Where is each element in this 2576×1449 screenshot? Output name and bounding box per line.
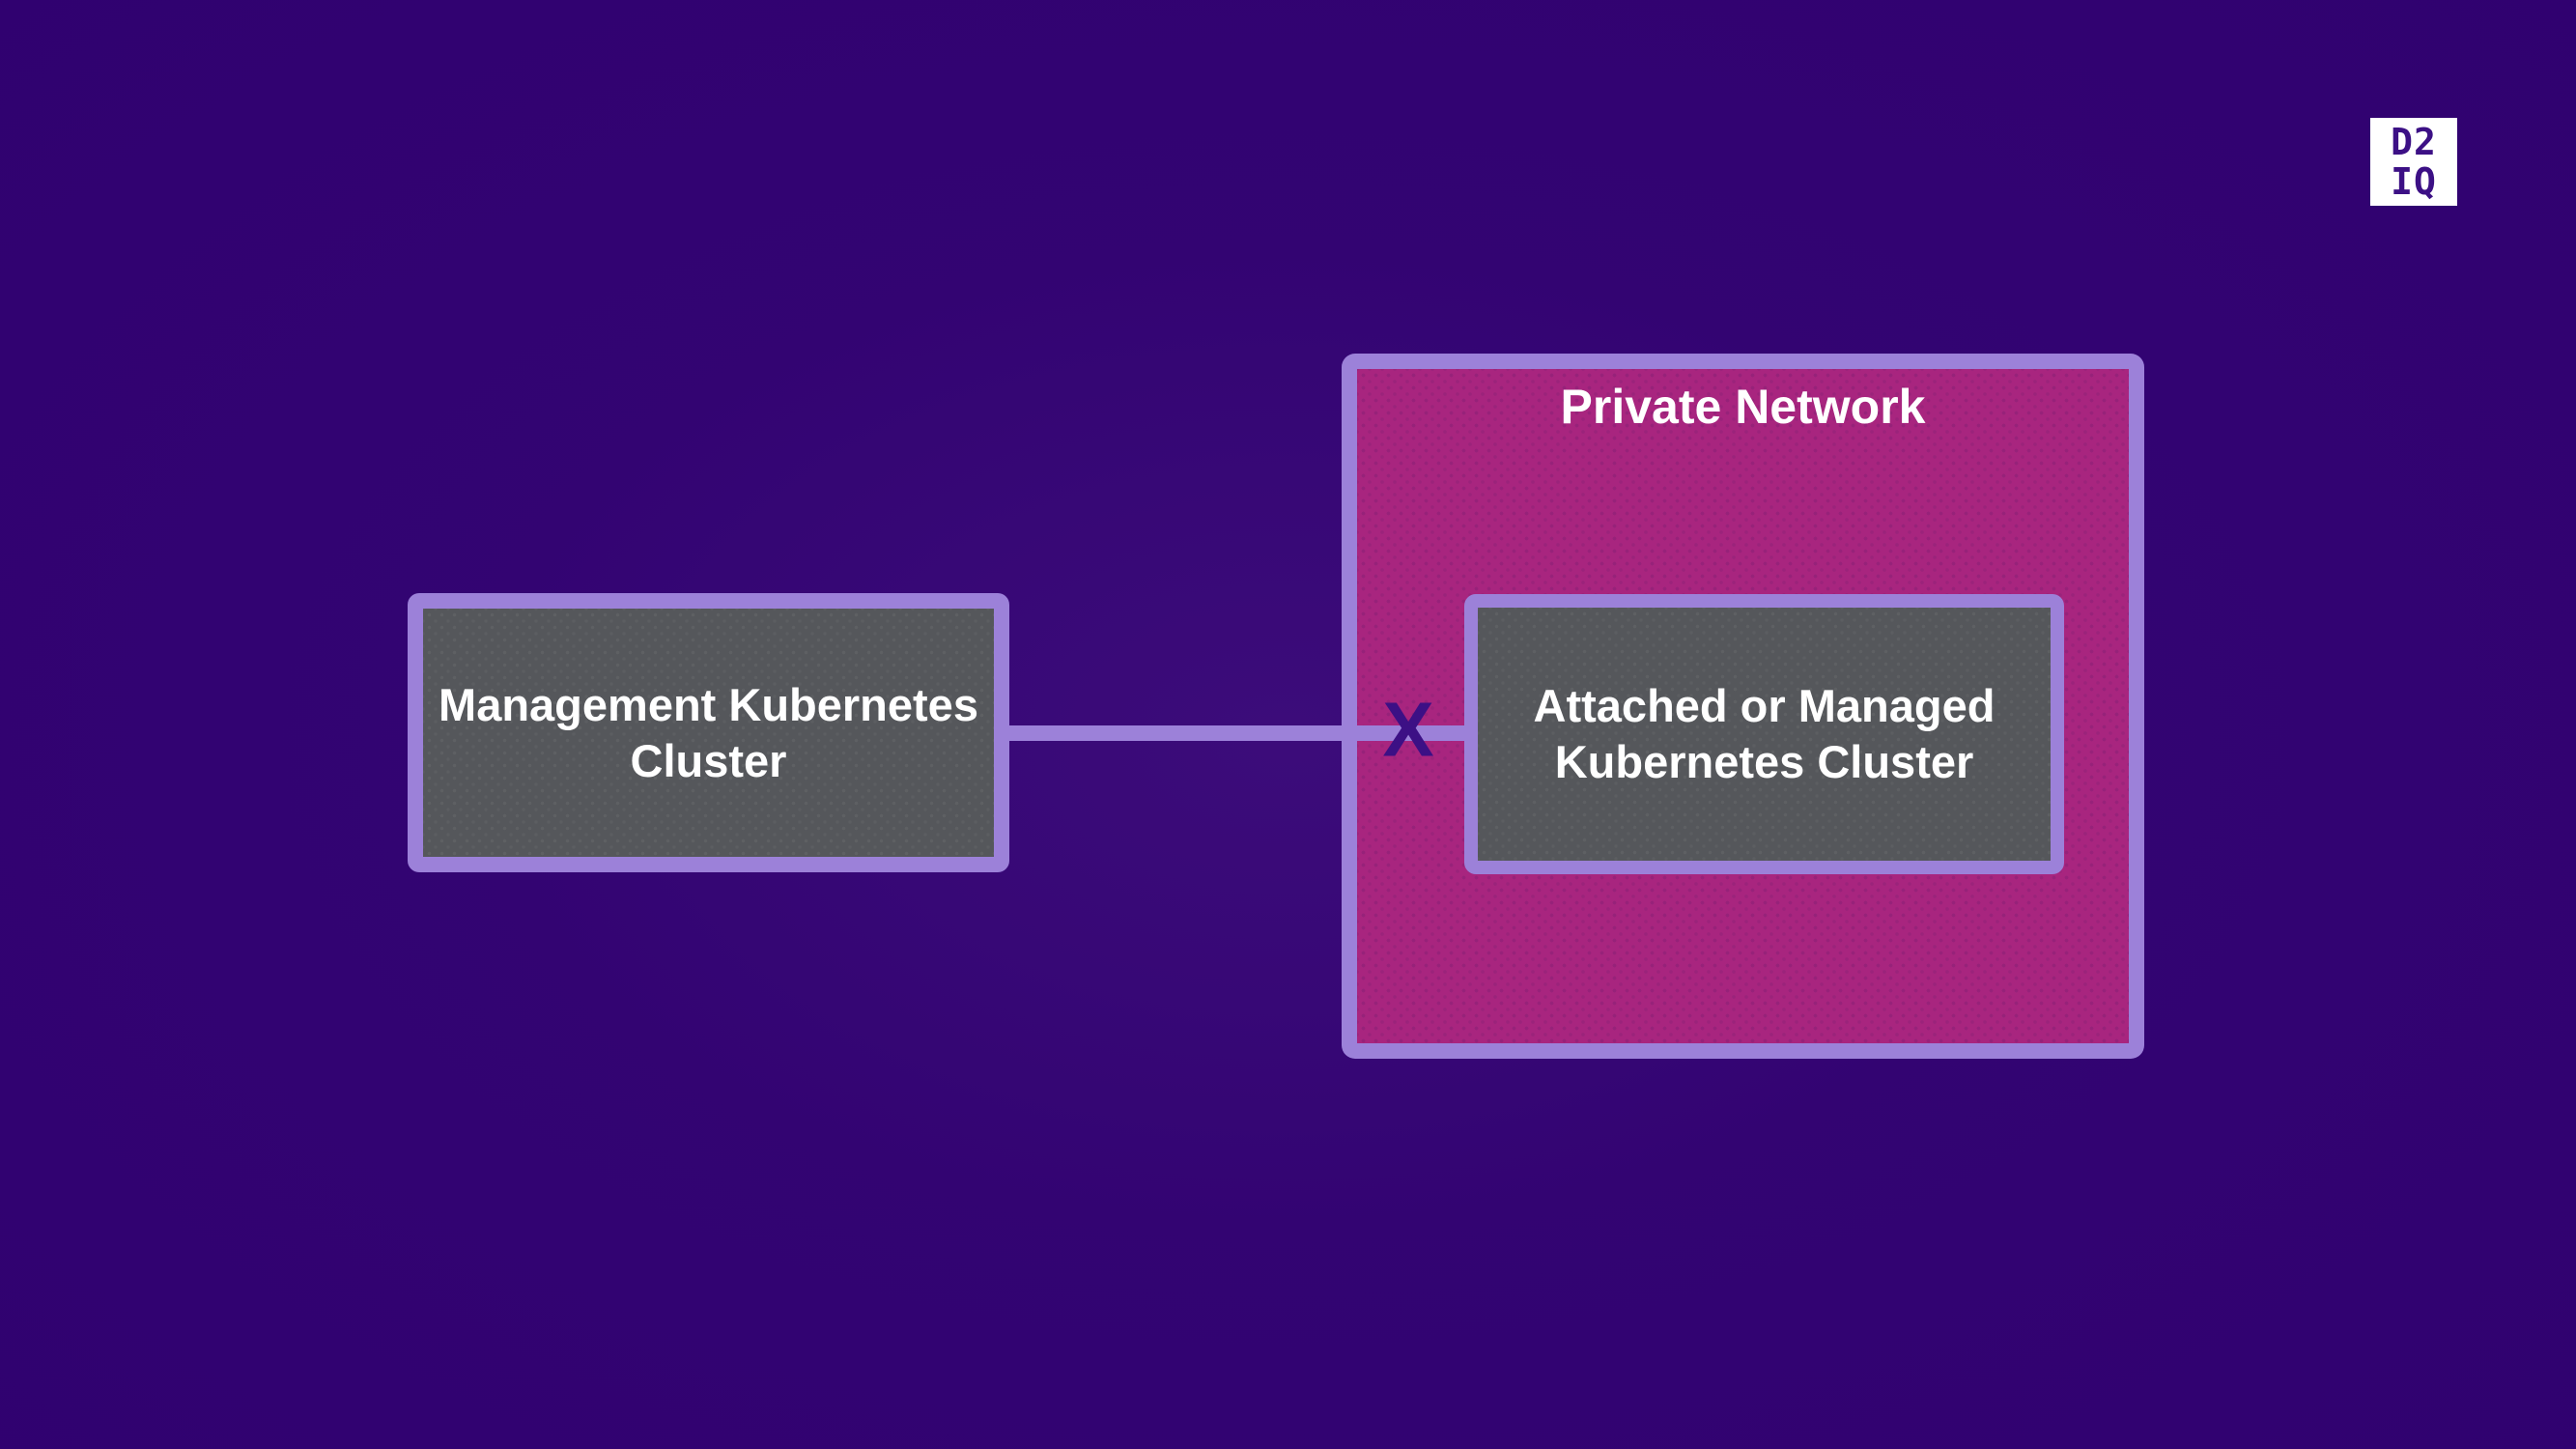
node-attached-label: Attached or Managed Kubernetes Cluster <box>1533 680 1996 787</box>
node-management-kubernetes-cluster: Management Kubernetes Cluster <box>408 593 1009 872</box>
d2iq-logo-line1: D2 <box>2391 120 2437 163</box>
private-network-title: Private Network <box>1560 380 1926 434</box>
connection-line <box>1005 725 1470 741</box>
d2iq-logo: D2 IQ <box>2370 118 2457 206</box>
blocked-connection-x-marker: X <box>1382 686 1434 773</box>
d2iq-logo-line2: IQ <box>2391 159 2437 203</box>
node-attached-managed-kubernetes-cluster: Attached or Managed Kubernetes Cluster <box>1464 594 2064 874</box>
node-management-label: Management Kubernetes Cluster <box>439 678 978 786</box>
